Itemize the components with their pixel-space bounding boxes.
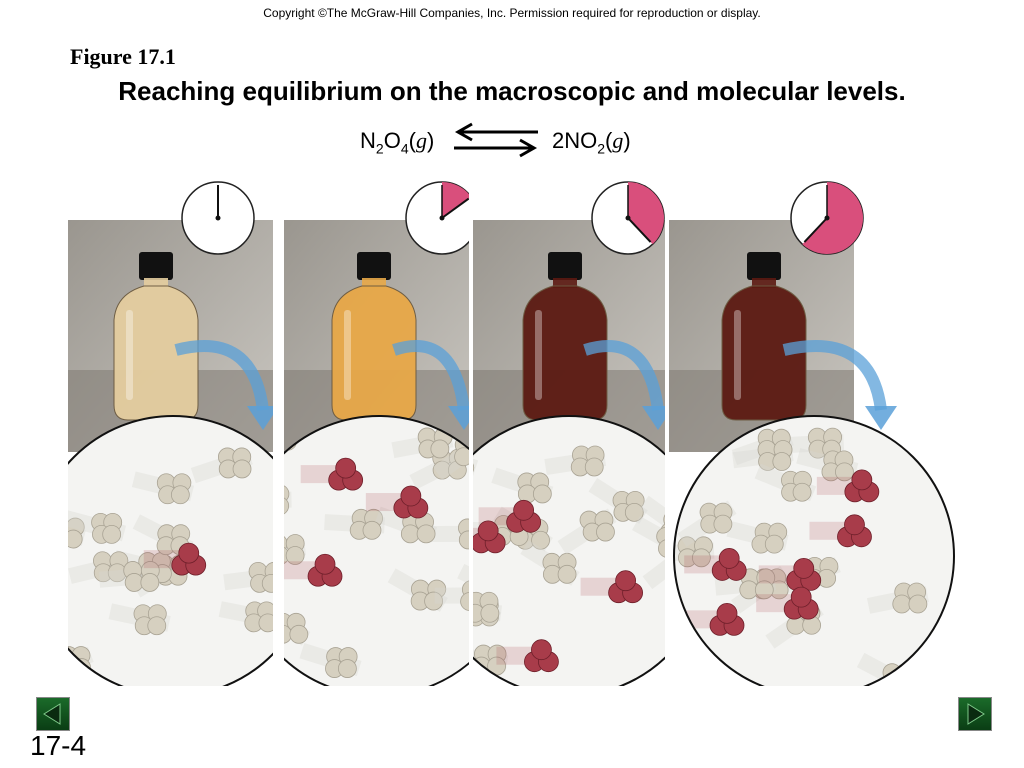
n2o4-molecule [138, 552, 172, 583]
slide-number: 17-4 [30, 730, 87, 761]
no2-molecule [709, 602, 745, 636]
magnify-arrow [392, 340, 470, 411]
n2o4-molecule [892, 582, 928, 614]
n2o4-molecule [751, 522, 788, 554]
molecule-view [674, 416, 954, 696]
bottle-cap [357, 252, 391, 280]
magnify-arrow-head [247, 406, 279, 430]
bottle-highlight [344, 310, 351, 400]
n2o4-molecule [273, 612, 309, 644]
molecule-view-background [33, 416, 313, 696]
magnify-arrow [782, 340, 887, 411]
n2o4-molecule [579, 510, 615, 542]
panel-2-image [238, 181, 520, 697]
bottle-cap [747, 252, 781, 280]
bottle-highlight [535, 310, 542, 400]
n2o4-molecule [133, 604, 167, 636]
n2o4-molecule [542, 552, 577, 584]
bottle-highlight [126, 310, 133, 400]
next-slide-button[interactable] [958, 697, 992, 731]
n2o4-molecule [325, 647, 358, 678]
n2o4-molecule [739, 568, 776, 600]
reactant: N2O4(g) [360, 128, 435, 157]
no2-molecule [506, 499, 542, 533]
no2-molecule [524, 639, 559, 673]
molecule-view [33, 416, 313, 696]
no2-molecule [393, 485, 429, 519]
bottle-neck [553, 278, 577, 288]
n2o4-molecule [612, 490, 645, 522]
n2o4-molecule [570, 445, 605, 477]
n2o4-molecule [123, 561, 160, 592]
molecule-view [429, 416, 709, 696]
clock-elapsed-sector [628, 182, 664, 245]
clock-elapsed-sector [442, 182, 472, 218]
clock-pivot [439, 215, 445, 221]
n2o4-molecule [156, 473, 192, 505]
magnify-arrow [583, 340, 664, 411]
clock-pivot [215, 215, 221, 221]
n2o4-molecule [217, 447, 252, 479]
bottle-neck [362, 278, 386, 288]
product: 2NO2(g) [552, 128, 631, 157]
n2o4-molecule [244, 601, 278, 633]
no2-molecule [844, 469, 880, 503]
bottle-cap [139, 252, 173, 280]
panel-4-image [669, 181, 955, 697]
triangle-right-icon [967, 703, 985, 725]
n2o4-molecule [349, 508, 384, 540]
bottle-neck [144, 278, 168, 288]
clock-pivot [824, 215, 830, 221]
clock-hand [627, 217, 652, 243]
copyright-notice: Copyright ©The McGraw-Hill Companies, In… [263, 6, 761, 20]
n2o4-molecule [821, 450, 854, 482]
no2-molecule [711, 548, 747, 581]
n2o4-molecule [677, 536, 713, 568]
clock-elapsed-sector [802, 182, 863, 254]
n2o4-molecule [248, 561, 284, 593]
equilibrium-arrows-icon [454, 122, 538, 158]
n2o4-molecule [268, 534, 305, 565]
no2-molecule [783, 586, 819, 620]
clock-pivot [625, 215, 631, 221]
magnify-arrow-head [865, 406, 897, 430]
chemical-equation: N2O4(g) 2NO2(g) [0, 122, 1024, 162]
bottle-neck [752, 278, 776, 288]
panel-3-image [428, 181, 710, 697]
panel-1 [32, 180, 314, 697]
bottle-highlight [734, 310, 741, 400]
no2-molecule [470, 520, 506, 554]
figure-title: Reaching equilibrium on the macroscopic … [118, 76, 906, 106]
n2o4-molecule [781, 470, 812, 502]
n2o4-molecule [757, 440, 793, 471]
n2o4-molecule [699, 502, 733, 534]
no2-molecule [328, 457, 364, 491]
no2-molecule [786, 558, 822, 591]
figure-label: Figure 17.1 [70, 44, 176, 69]
panel-4 [669, 180, 959, 697]
n2o4-molecule [93, 551, 129, 583]
no2-molecule [608, 570, 644, 604]
n2o4-molecule [517, 472, 552, 504]
n2o4-molecule [91, 512, 123, 544]
molecule-view [239, 416, 519, 696]
panel-1-image [32, 181, 314, 697]
n2o4-molecule [465, 591, 500, 623]
previous-slide-button[interactable] [36, 697, 70, 731]
clock-hand [441, 197, 470, 219]
no2-molecule [171, 542, 207, 576]
panel-3 [428, 180, 710, 697]
magnify-arrow [174, 340, 269, 411]
no2-molecule [837, 514, 872, 548]
panel-2 [238, 180, 520, 697]
clock-hand [803, 217, 828, 243]
triangle-left-icon [43, 703, 61, 725]
bottle-cap [548, 252, 582, 280]
n2o4-molecule [410, 579, 447, 611]
molecule-view-background [239, 416, 519, 696]
no2-molecule [307, 553, 343, 587]
